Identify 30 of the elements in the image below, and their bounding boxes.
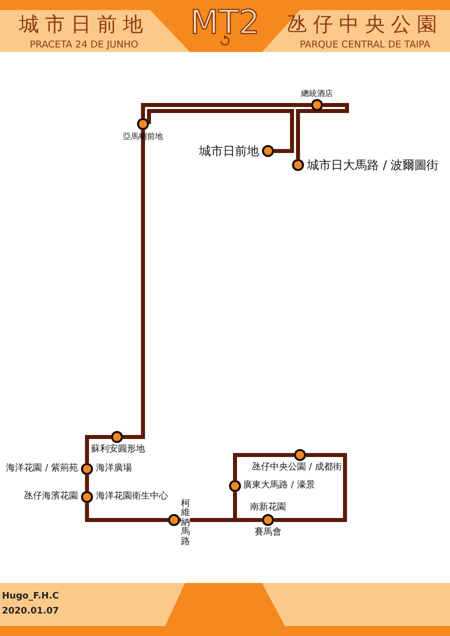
stop-name: 廣東大馬路 / 濠景: [243, 482, 315, 490]
stop-name: 賽馬會: [254, 528, 282, 538]
route-line: [233, 453, 294, 480]
stop-name: 城市日大馬路 / 波爾圖街: [307, 159, 439, 171]
route-line: [85, 435, 111, 463]
date-text: 2020.01.07: [2, 608, 59, 616]
route-line: [147, 109, 294, 153]
route-line: [123, 130, 145, 439]
stop-name: 海洋廣場: [96, 464, 132, 474]
terminus-subtitle: PRACETA 24 DE JUNHO: [30, 40, 138, 50]
route-line: [274, 453, 347, 522]
stop-name: 總統酒店: [301, 90, 333, 98]
stop-name: 南新花園: [250, 504, 286, 512]
route-line: [141, 103, 311, 118]
terminus-name: 城市日前地: [19, 14, 149, 34]
stop-name: 亞馬喇前地: [123, 133, 163, 141]
stop-name: 海洋花園衛生中心: [96, 492, 168, 502]
stop-name: 海洋花園 / 紫荊苑: [6, 464, 78, 474]
stop-name: 氹仔中央公園 / 成都街: [252, 464, 342, 472]
stop-name: 氹仔海濱花園: [24, 492, 78, 502]
stop-name: 蘇利安圓形地: [91, 446, 145, 454]
stop-name: 城市日前地: [199, 145, 259, 157]
terminus-subtitle: PARQUE CENTRAL DE TAIPA: [300, 40, 430, 50]
route-line: [296, 103, 349, 159]
route-line: [85, 475, 89, 491]
stop-name: 柯維納馬路: [181, 500, 190, 548]
terminus-name: 氹仔中央公園: [287, 14, 443, 34]
author-name: Hugo_F.H.C: [2, 592, 59, 602]
route-number: MT2: [190, 6, 260, 38]
route-line: [85, 503, 168, 522]
